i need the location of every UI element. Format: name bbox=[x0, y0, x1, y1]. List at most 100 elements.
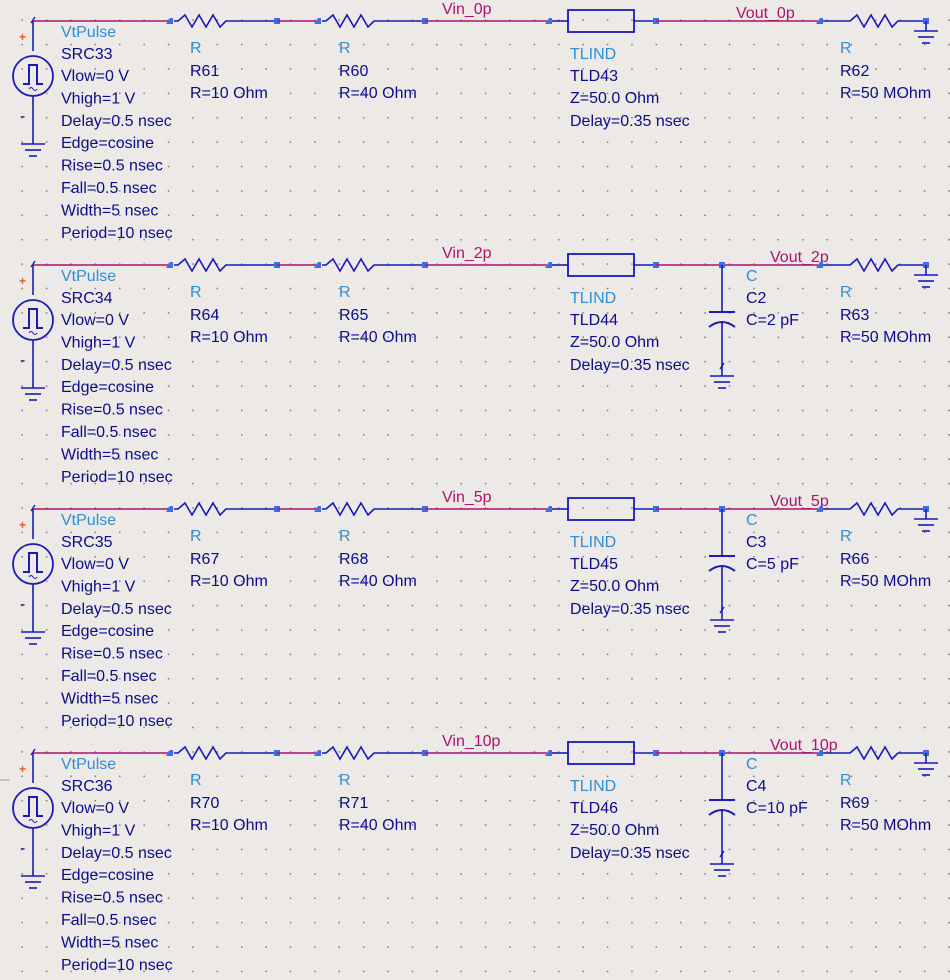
resistor-r2[interactable] bbox=[322, 257, 378, 273]
source-circle bbox=[12, 55, 54, 97]
pulse-source[interactable]: +- bbox=[12, 748, 54, 889]
pin-tick bbox=[30, 748, 36, 756]
tilde-icon bbox=[28, 575, 38, 579]
pin-arrow bbox=[545, 262, 552, 268]
tline-z: Z=50.0 Ohm bbox=[570, 578, 659, 595]
tline-z: Z=50.0 Ohm bbox=[570, 90, 659, 107]
r2-value: R=40 Ohm bbox=[339, 329, 417, 346]
tline-delay: Delay=0.35 nsec bbox=[570, 845, 690, 862]
r2-type: R bbox=[339, 528, 351, 545]
source-param: Period=10 nsec bbox=[61, 225, 173, 242]
rload-type: R bbox=[840, 284, 852, 301]
tline-box[interactable] bbox=[567, 253, 635, 277]
pulse-source[interactable]: +- bbox=[12, 260, 54, 401]
rload-value: R=50 MOhm bbox=[840, 329, 931, 346]
r1-value: R=10 Ohm bbox=[190, 573, 268, 590]
minus-sign: - bbox=[20, 596, 25, 613]
capacitor[interactable] bbox=[708, 750, 736, 877]
source-param: Rise=0.5 nsec bbox=[61, 890, 163, 907]
pulse-icon bbox=[23, 552, 43, 573]
rload-type: R bbox=[840, 772, 852, 789]
net-label-out: Vout_2p bbox=[770, 249, 829, 266]
resistor-load[interactable] bbox=[846, 501, 902, 517]
source-param: Delay=0.5 nsec bbox=[61, 845, 172, 862]
rload-name: R62 bbox=[840, 63, 869, 80]
r2-type: R bbox=[339, 40, 351, 57]
source-param: Vlow=0 V bbox=[61, 556, 129, 573]
resistor-load[interactable] bbox=[846, 745, 902, 761]
plus-sign: + bbox=[19, 30, 26, 44]
resistor-load[interactable] bbox=[846, 257, 902, 273]
capacitor[interactable] bbox=[708, 506, 736, 633]
source-param: Delay=0.5 nsec bbox=[61, 357, 172, 374]
r2-name: R60 bbox=[339, 63, 368, 80]
source-param: Fall=0.5 nsec bbox=[61, 180, 157, 197]
r2-name: R71 bbox=[339, 795, 368, 812]
tline-name: TLD44 bbox=[570, 312, 618, 329]
source-type-label: VtPulse bbox=[61, 268, 116, 285]
pulse-icon bbox=[23, 796, 43, 817]
resistor-r1[interactable] bbox=[174, 745, 230, 761]
source-param: Rise=0.5 nsec bbox=[61, 646, 163, 663]
resistor-r1[interactable] bbox=[174, 501, 230, 517]
source-param: Vhigh=1 V bbox=[61, 578, 136, 595]
tline-delay: Delay=0.35 nsec bbox=[570, 113, 690, 130]
tline-name: TLD43 bbox=[570, 68, 618, 85]
cap-type: C bbox=[746, 512, 758, 529]
net-label-out: Vout_10p bbox=[770, 737, 838, 754]
pin-arrow bbox=[816, 18, 823, 24]
source-name: SRC35 bbox=[61, 534, 113, 551]
tline-box[interactable] bbox=[567, 741, 635, 765]
tline-box[interactable] bbox=[567, 9, 635, 33]
rload-value: R=50 MOhm bbox=[840, 85, 931, 102]
resistor-load[interactable] bbox=[846, 13, 902, 29]
source-param: Edge=cosine bbox=[61, 867, 154, 884]
pin-arrow bbox=[314, 18, 321, 24]
source-param: Delay=0.5 nsec bbox=[61, 601, 172, 618]
net-label-in: Vin_2p bbox=[442, 245, 492, 262]
source-param: Vhigh=1 V bbox=[61, 334, 136, 351]
resistor-r1[interactable] bbox=[174, 257, 230, 273]
tline-type: TLIND bbox=[570, 290, 616, 307]
source-type-label: VtPulse bbox=[61, 24, 116, 41]
tline-z: Z=50.0 Ohm bbox=[570, 822, 659, 839]
pin-arrow bbox=[314, 262, 321, 268]
cap-name: C4 bbox=[746, 778, 767, 795]
cap-value: C=5 pF bbox=[746, 556, 799, 573]
rload-name: R69 bbox=[840, 795, 869, 812]
r1-name: R67 bbox=[190, 551, 219, 568]
resistor-r2[interactable] bbox=[322, 13, 378, 29]
tilde-icon bbox=[28, 331, 38, 335]
source-param: Width=5 nsec bbox=[61, 202, 158, 219]
pin-tick bbox=[719, 850, 725, 858]
source-param: Vlow=0 V bbox=[61, 68, 129, 85]
tline-type: TLIND bbox=[570, 778, 616, 795]
source-name: SRC34 bbox=[61, 290, 113, 307]
r2-type: R bbox=[339, 772, 351, 789]
minus-sign: - bbox=[20, 352, 25, 369]
net-label-out: Vout_5p bbox=[770, 493, 829, 510]
tline-box[interactable] bbox=[567, 497, 635, 521]
r1-type: R bbox=[190, 40, 202, 57]
source-param: Vlow=0 V bbox=[61, 800, 129, 817]
source-circle bbox=[12, 787, 54, 829]
pulse-source[interactable]: +- bbox=[12, 16, 54, 157]
rload-type: R bbox=[840, 40, 852, 57]
capacitor[interactable] bbox=[708, 262, 736, 389]
r1-name: R64 bbox=[190, 307, 219, 324]
resistor-r2[interactable] bbox=[322, 501, 378, 517]
r2-value: R=40 Ohm bbox=[339, 573, 417, 590]
tline-name: TLD46 bbox=[570, 800, 618, 817]
source-param: Width=5 nsec bbox=[61, 934, 158, 951]
pulse-source[interactable]: +- bbox=[12, 504, 54, 645]
cap-value: C=10 pF bbox=[746, 800, 808, 817]
resistor-r2[interactable] bbox=[322, 745, 378, 761]
resistor-r1[interactable] bbox=[174, 13, 230, 29]
tilde-icon bbox=[28, 87, 38, 91]
cap-type: C bbox=[746, 756, 758, 773]
r2-type: R bbox=[339, 284, 351, 301]
cap-type: C bbox=[746, 268, 758, 285]
